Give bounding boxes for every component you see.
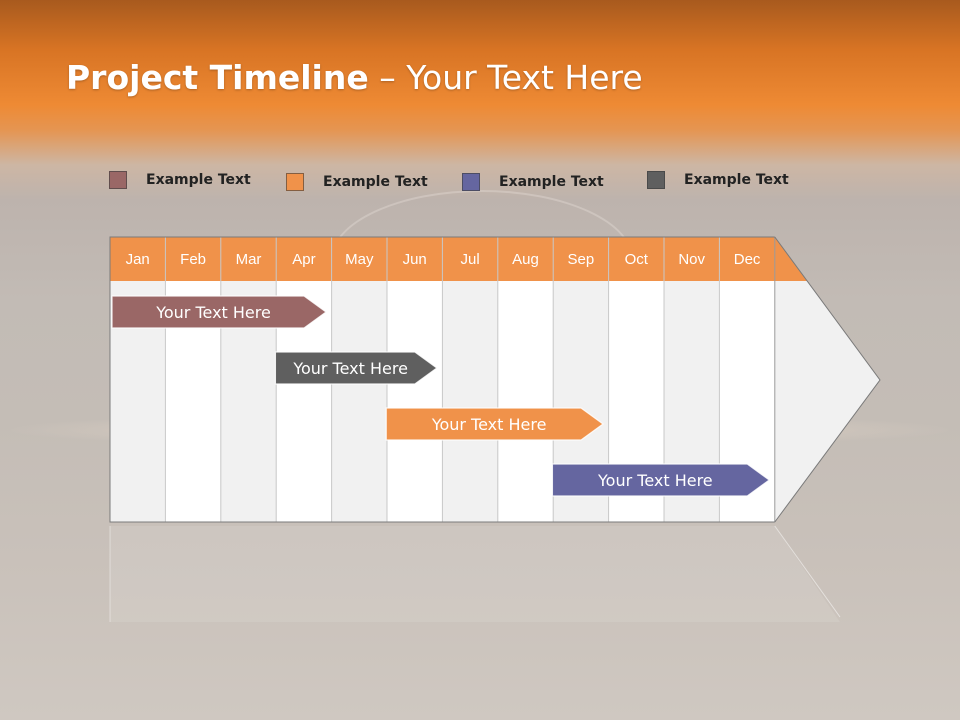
arrow-outline — [774, 236, 881, 523]
month-column — [497, 281, 554, 522]
legend-label: Example Text — [146, 172, 251, 188]
task-bar-label: Your Text Here — [431, 415, 547, 434]
month-label: Jun — [403, 251, 427, 268]
chart-outline — [109, 236, 775, 523]
task-bar — [385, 407, 605, 441]
task-bar-label: Your Text Here — [155, 303, 271, 322]
slide-title: Project Timeline – Your Text Here — [66, 58, 643, 108]
title-bold: Project Timeline — [66, 58, 369, 97]
month-label: Nov — [678, 251, 705, 268]
legend-swatch — [647, 171, 665, 189]
month-label: May — [345, 251, 374, 268]
month-label: Mar — [236, 251, 262, 268]
legend-swatch — [286, 173, 304, 191]
month-label: Feb — [180, 251, 206, 268]
task-bar-label: Your Text Here — [292, 359, 408, 378]
month-column — [387, 281, 443, 522]
task-bar — [274, 351, 438, 385]
legend-label: Example Text — [684, 172, 789, 188]
legend-swatch — [462, 173, 480, 191]
month-column — [442, 281, 498, 522]
month-label: Apr — [292, 251, 315, 268]
task-bar-label: Your Text Here — [597, 471, 713, 490]
legend-swatch — [109, 171, 127, 189]
task-bar — [551, 463, 771, 497]
task-bar — [111, 295, 328, 329]
month-label: Jul — [461, 251, 480, 268]
chart-reflection — [110, 526, 840, 622]
arrow-tip — [774, 281, 880, 522]
month-column — [331, 281, 387, 522]
month-label: Oct — [625, 251, 649, 268]
legend-label: Example Text — [323, 174, 428, 190]
month-label: Aug — [512, 251, 539, 268]
title-rest: – Your Text Here — [368, 58, 643, 97]
month-label: Sep — [568, 251, 595, 268]
month-label: Jan — [126, 251, 150, 268]
legend-label: Example Text — [499, 174, 604, 190]
reflection-edge — [774, 525, 841, 618]
month-label: Dec — [734, 251, 761, 268]
